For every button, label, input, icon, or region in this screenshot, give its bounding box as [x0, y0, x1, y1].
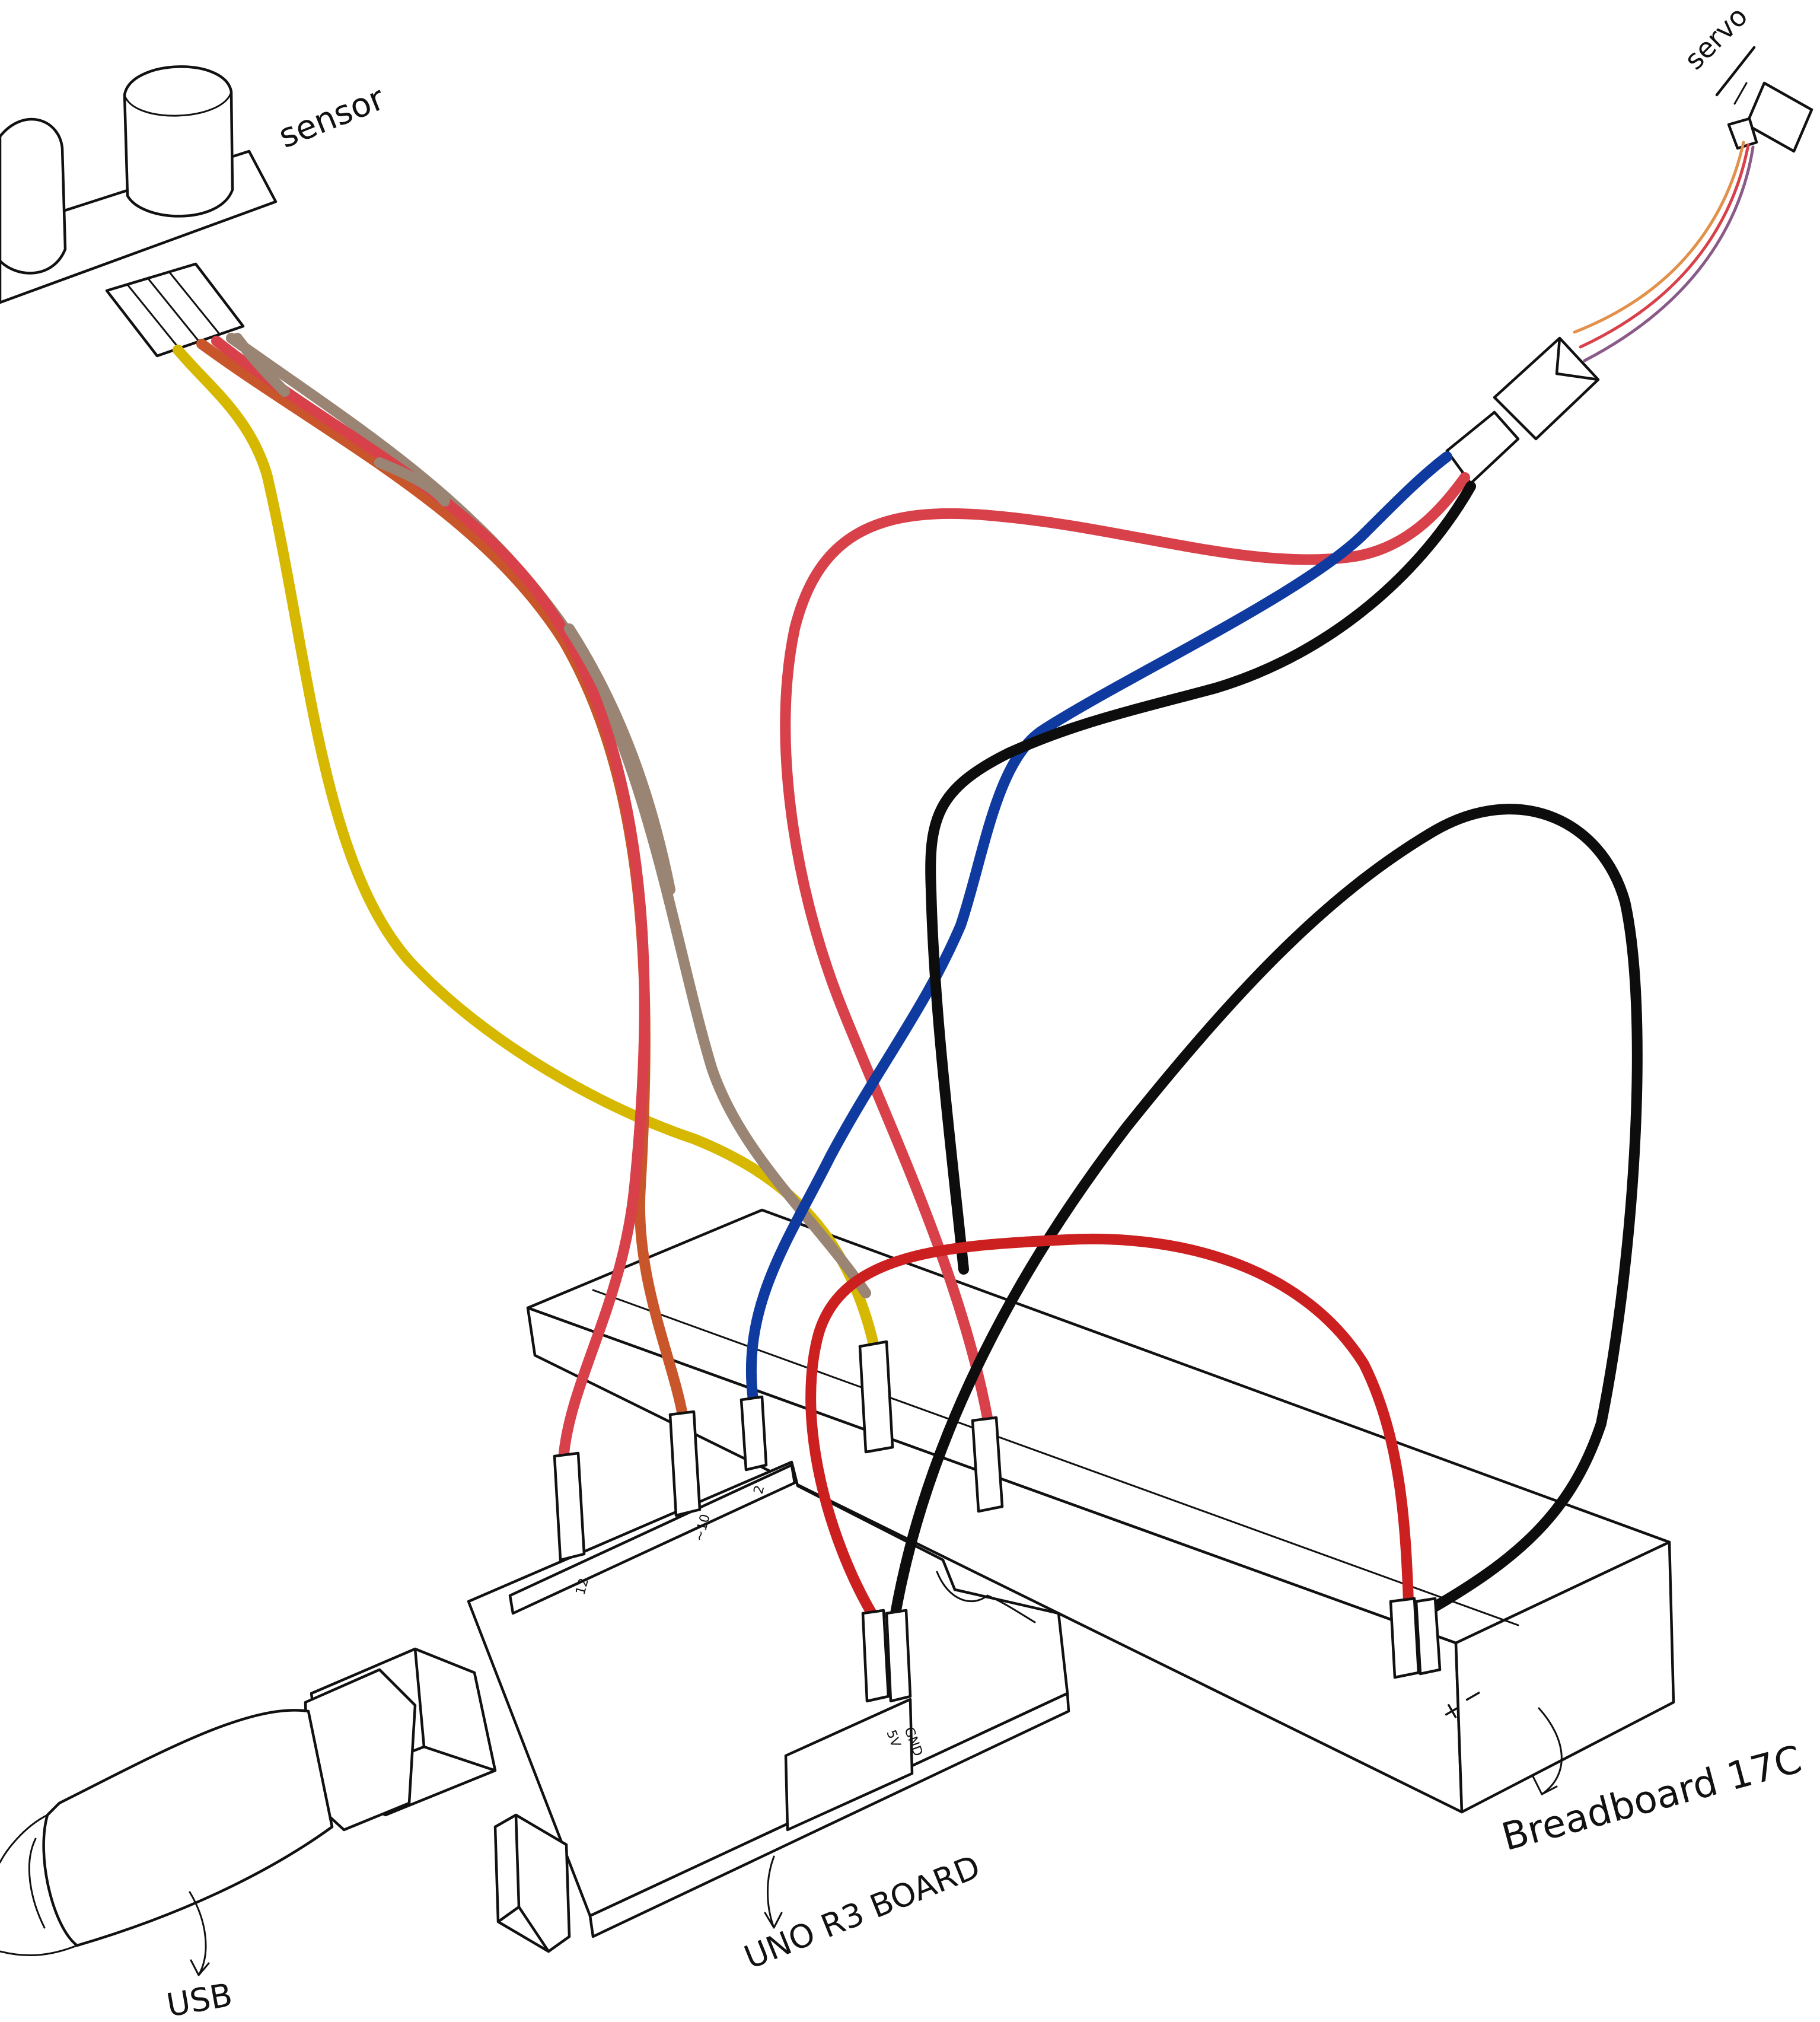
wire-brown-segment-1 [232, 333, 290, 397]
pin-tip-blue-2 [740, 1395, 768, 1472]
uno-board-notch [936, 1571, 1036, 1623]
uno-power-header [784, 1698, 914, 1832]
usb-label: USB [164, 1976, 235, 2022]
jumper-pin-tips [553, 1340, 1442, 1703]
pin-tip-yellow-bb [858, 1340, 894, 1454]
wire-brown-segment-3 [564, 623, 675, 895]
usb-label-arrow [189, 1891, 210, 1976]
sensor-transducer-right-rim [123, 91, 232, 117]
servo-motor [1715, 46, 1813, 153]
breadboard-label-arrow [1532, 1707, 1563, 1795]
uno-label-arrow [764, 1855, 783, 1929]
pin-tip-red-12 [553, 1451, 586, 1562]
pin-tip-rail-plus [1389, 1597, 1420, 1679]
servo-body [1745, 81, 1813, 153]
sensor-header-pins [126, 270, 221, 348]
pin-tip-5v [861, 1609, 890, 1703]
servo-horn [1715, 46, 1756, 97]
servo-leads [1573, 141, 1755, 362]
pin-tip-rail-minus [1414, 1597, 1442, 1676]
servo-lead-red [1579, 143, 1750, 349]
wire-black-gnd-to-rail [890, 804, 1643, 1619]
sensor-header [105, 262, 245, 358]
servo-lead-brown [1583, 145, 1755, 362]
wire-red-5v-to-rail [805, 1233, 1414, 1619]
wire-brown-segment-2 [374, 457, 450, 507]
usb-cable [0, 1668, 417, 1976]
wire-blue-pin-2-to-servo [745, 451, 1452, 1405]
uno-board-label: UNO R3 BOARD [739, 1848, 985, 1976]
breadboard-end-face [1454, 1540, 1675, 1814]
servo-horn-hub [1733, 82, 1748, 105]
usb-cable-body [42, 1709, 334, 1947]
sensor-transducer-left [0, 117, 67, 275]
servo-connector-housing [1493, 336, 1600, 441]
servo-adapter-pins [1445, 410, 1520, 485]
sensor-label: sensor [273, 79, 390, 156]
pin-tip-gnd [885, 1609, 912, 1703]
usb-cable-strain-relief [0, 1814, 78, 1957]
wire-black-breadboard-to-servo [925, 481, 1476, 1275]
uno-barrel-jack [493, 1813, 571, 1953]
pin-tip-orange-10 [668, 1410, 702, 1517]
servo-mount-tab [1727, 117, 1758, 150]
sensor-transducer-right [123, 65, 234, 218]
pin-tip-red-bb [971, 1416, 1004, 1513]
wire-yellow-sensor-to-breadboard [173, 345, 883, 1370]
breadboard-center-groove [592, 1289, 1519, 1626]
wire-brown-sensor-to-breadboard [226, 333, 871, 1298]
jumper-wires [173, 333, 1643, 1619]
pin-2-label: 2 [751, 1484, 768, 1496]
servo-lead-orange [1573, 141, 1745, 334]
servo-connector [1445, 336, 1600, 485]
ultrasonic-sensor [0, 65, 278, 358]
